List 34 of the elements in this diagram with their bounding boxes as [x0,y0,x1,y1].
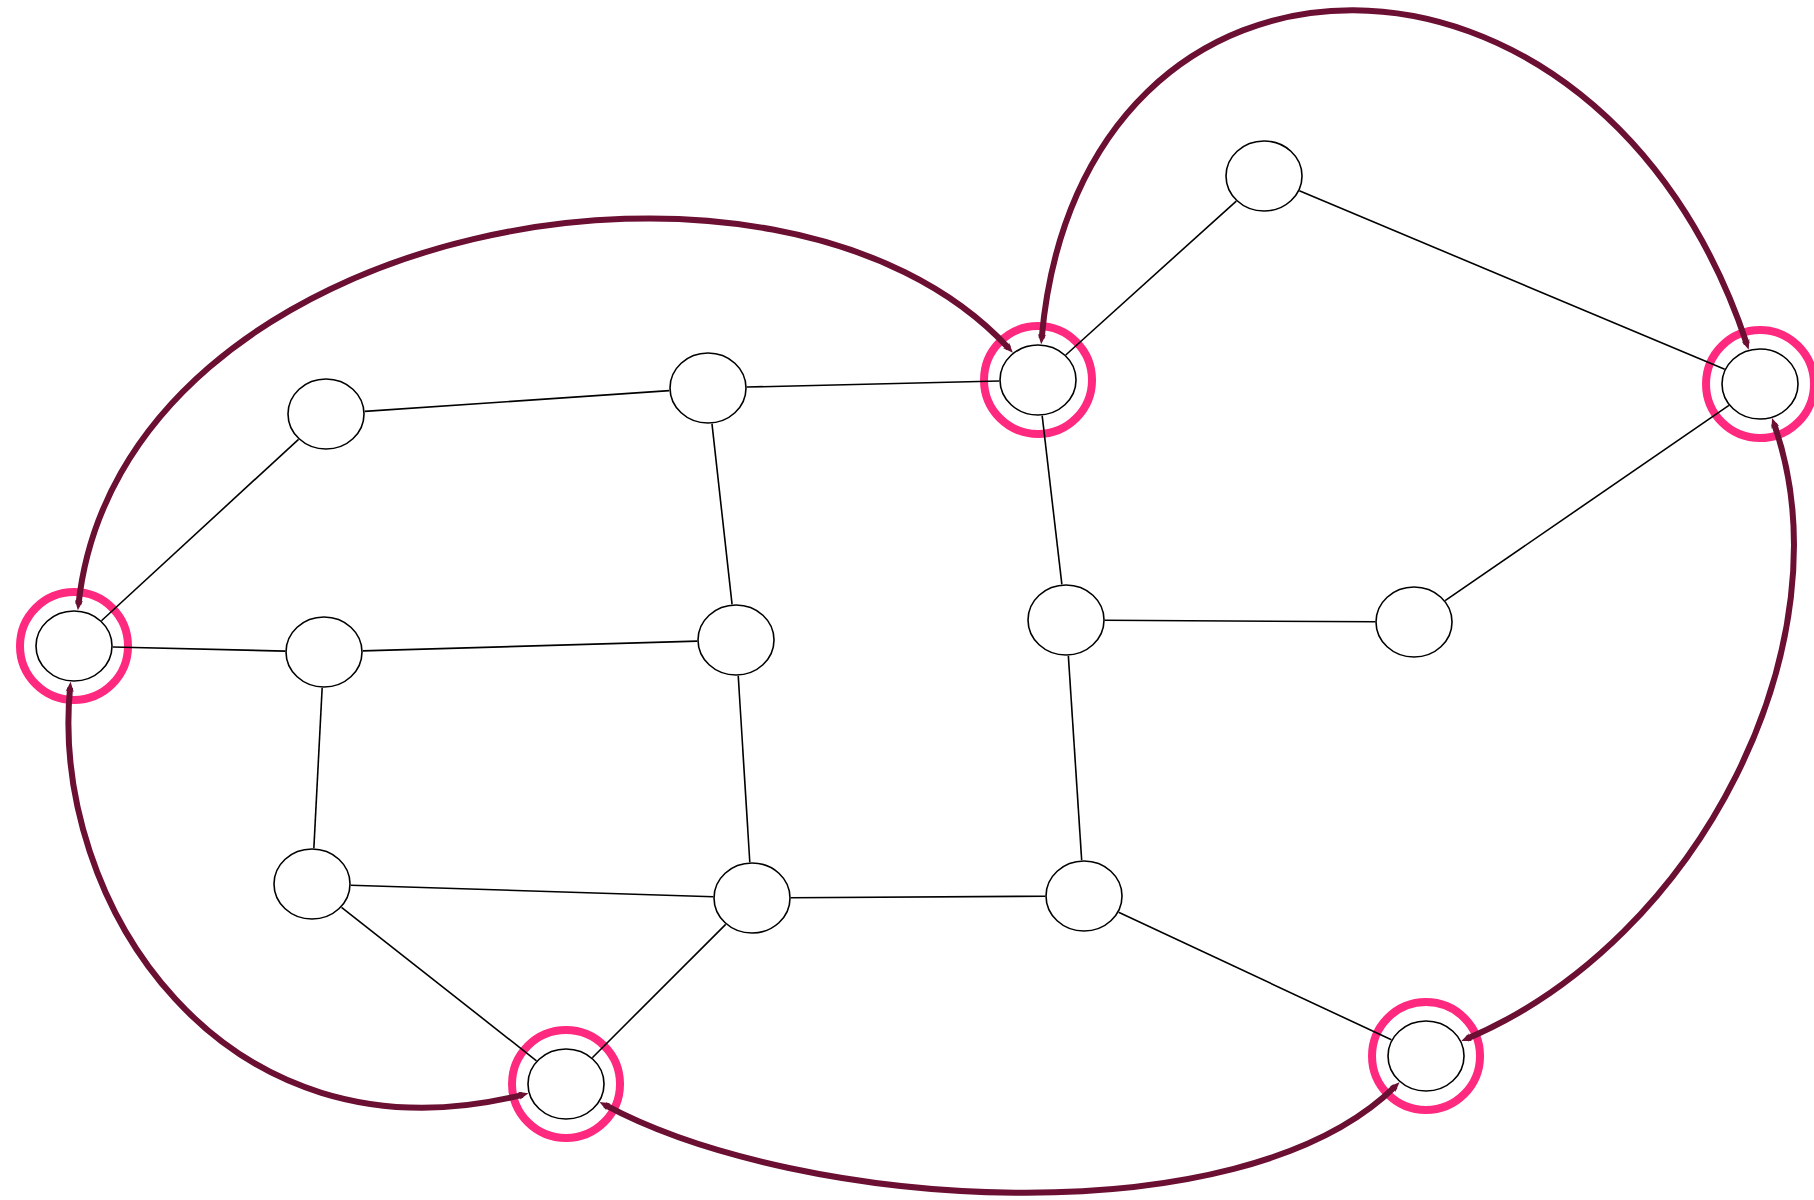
node-circle [713,862,791,934]
highlighted-node [1368,998,1484,1114]
connector-line [1444,404,1730,602]
node-circle [669,352,747,424]
highlighted-node [508,1026,624,1142]
node-circle [285,616,363,688]
connector-line [363,389,671,413]
connector-line [100,438,300,622]
node-circle [1045,860,1123,932]
node-circle [287,378,365,450]
connector-line [591,923,727,1059]
node-circle [1027,584,1105,656]
connector-line [1298,190,1726,370]
highlighted-node [16,588,132,704]
connector-line [711,422,733,606]
connector-line [1117,911,1393,1041]
connector-line [746,380,1001,388]
node-circle [1225,140,1303,212]
connector-line [1041,414,1063,586]
connector-line [313,686,323,850]
connector-line [1064,200,1238,356]
connector-line [349,884,715,898]
connector-line [112,646,287,652]
connector-line [340,906,538,1062]
node-circle [697,604,775,676]
connector-line [362,640,699,652]
node-circle [273,848,351,920]
node-circle [1375,586,1453,658]
connector-line [790,895,1046,899]
connector-line [737,674,751,864]
connector-line [1067,654,1083,862]
highlighted-node [1702,326,1814,442]
connector-line [1104,619,1376,623]
highlighted-node [980,322,1096,438]
